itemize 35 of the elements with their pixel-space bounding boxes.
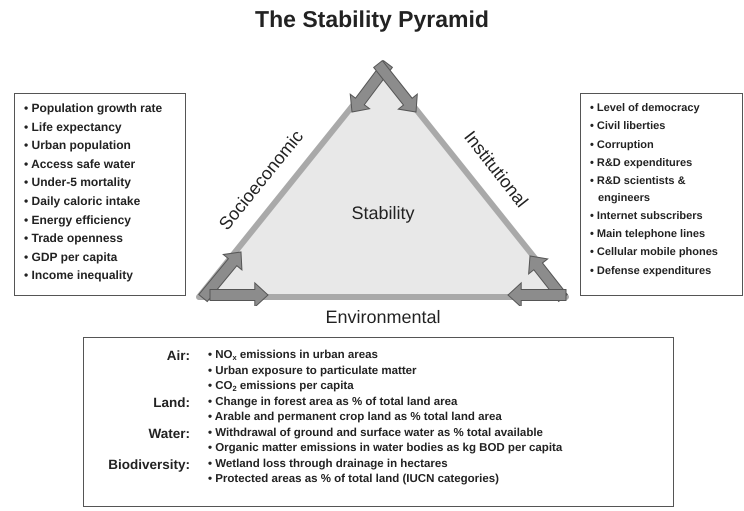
- list-item: • GDP per capita: [24, 248, 118, 266]
- list-item: • R&D expenditures: [590, 156, 694, 172]
- list-item: • Level of democracy: [590, 101, 701, 116]
- list-item: • Income inequality: [24, 267, 134, 284]
- list-item: • CO$_{2}$ emissions per capita: [208, 379, 354, 394]
- list-item: • Trade openness: [24, 230, 124, 248]
- side-label: Environmental: [324, 306, 442, 328]
- category-label: Air:: [166, 348, 191, 364]
- list-item: • Wetland loss through drainage in hectares: [208, 456, 448, 472]
- list-item: • NO$_{x}$ emissions in urban areas: [208, 348, 378, 364]
- list-item: • Civil liberties: [590, 119, 666, 134]
- list-item: • Protected areas as % of total land (IUCN categories): [208, 472, 499, 487]
- category-label: Land:: [152, 394, 191, 410]
- category-label: Biodiversity:: [107, 456, 191, 472]
- list-item: • Urban population: [24, 137, 132, 154]
- list-item: • Main telephone lines: [590, 227, 706, 242]
- list-item: • Access safe water: [24, 156, 136, 173]
- list-item: • Cellular mobile phones: [590, 245, 719, 260]
- list-item: • Under-5 mortality: [24, 174, 132, 192]
- list-item: • Corruption: [590, 138, 655, 153]
- list-item: • Withdrawal of ground and surface water as % total available: [208, 426, 543, 440]
- node-label: Stability: [350, 202, 416, 224]
- list-item: • Energy efficiency: [24, 212, 132, 229]
- title: The Stability Pyramid: [254, 6, 490, 33]
- list-item: • Population growth rate: [24, 100, 164, 117]
- list-item: • Urban exposure to particulate matter: [208, 364, 417, 378]
- list-item: • Arable and permanent crop land as % total land area: [208, 410, 502, 425]
- list-item: • Daily caloric intake: [24, 192, 142, 210]
- list-item: • Internet subscribers: [590, 208, 704, 224]
- list-item: • Life expectancy: [24, 118, 123, 136]
- list-item: • Change in forest area as % of total land area: [208, 394, 458, 410]
- category-label: Water:: [147, 426, 191, 441]
- list-item: • R&D scientists & engineers: [590, 174, 687, 206]
- list-item: • Organic matter emissions in water bodies as kg BOD per capita: [208, 441, 562, 456]
- list-item: • Defense expenditures: [590, 264, 712, 279]
